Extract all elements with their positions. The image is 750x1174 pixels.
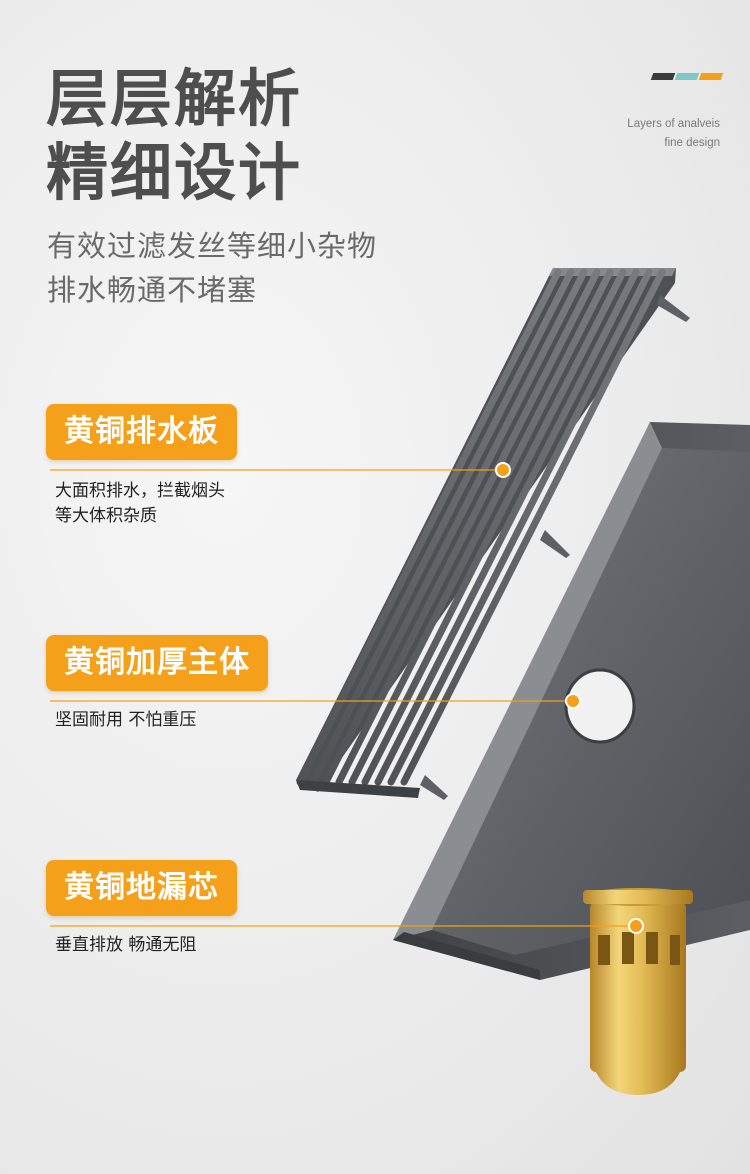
deco-bar-teal bbox=[674, 73, 700, 80]
part-desc-grate-line-2: 等大体积杂质 bbox=[55, 506, 157, 526]
part-desc-grate-line-1: 大面积排水，拦截烟头 bbox=[55, 481, 225, 501]
part-label-grate: 黄铜排水板 bbox=[46, 404, 237, 460]
decorative-color-bars bbox=[650, 73, 724, 81]
title-line-1: 层层解析 bbox=[46, 62, 303, 135]
part-desc-body: 坚固耐用 不怕重压 bbox=[55, 708, 196, 733]
brass-core bbox=[583, 888, 693, 1095]
part-label-core: 黄铜地漏芯 bbox=[46, 860, 237, 916]
page-title: 层层解析 精细设计 bbox=[46, 62, 302, 210]
part-desc-core: 垂直排放 畅通无阻 bbox=[55, 933, 196, 958]
part-desc-body-line-1: 坚固耐用 不怕重压 bbox=[55, 710, 197, 730]
deco-bar-orange bbox=[698, 73, 724, 80]
subtitle-line-1: 有效过滤发丝等细小杂物 bbox=[47, 229, 378, 263]
part-desc-core-line-1: 垂直排放 畅通无阻 bbox=[55, 935, 197, 955]
deco-bar-dark bbox=[650, 73, 676, 80]
caption-line-1: Layers of analveis bbox=[627, 118, 720, 130]
callout-line-1 bbox=[50, 462, 511, 478]
callout-line-2 bbox=[50, 693, 581, 709]
callout-line-3 bbox=[50, 918, 644, 934]
title-line-2: 精细设计 bbox=[46, 136, 303, 209]
drainage-grate bbox=[296, 268, 690, 800]
part-label-body: 黄铜加厚主体 bbox=[46, 635, 268, 691]
page-subtitle: 有效过滤发丝等细小杂物 排水畅通不堵塞 bbox=[47, 224, 377, 312]
part-desc-grate: 大面积排水，拦截烟头 等大体积杂质 bbox=[55, 479, 225, 529]
english-caption: Layers of analveis fine design bbox=[627, 115, 720, 153]
caption-line-2: fine design bbox=[664, 137, 720, 149]
subtitle-line-2: 排水畅通不堵塞 bbox=[47, 273, 258, 307]
